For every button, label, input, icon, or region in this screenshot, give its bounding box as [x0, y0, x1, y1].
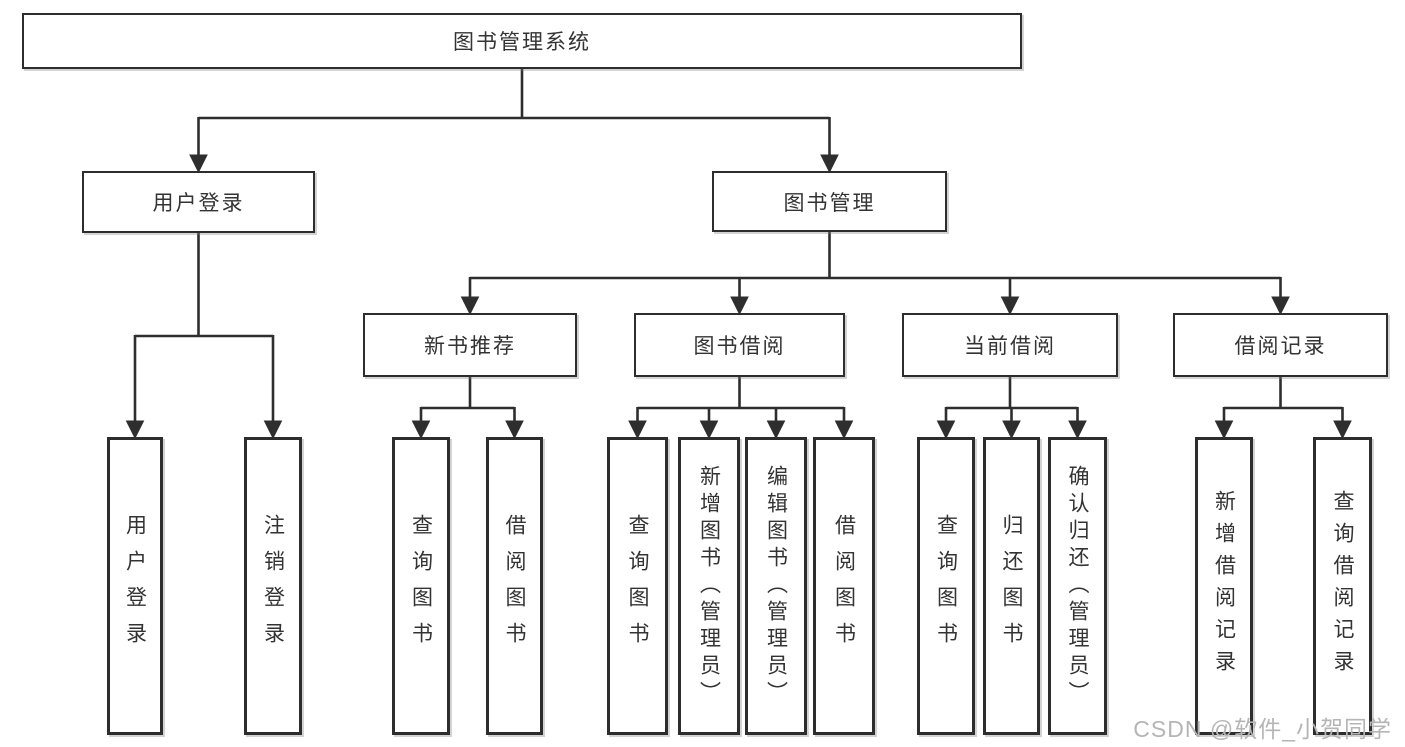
tree-node-user-login: 用户登录 — [82, 171, 315, 233]
tree-node-book-borrow: 图书借阅 — [634, 313, 845, 377]
tree-node-leaf-borrow-b1: 借阅图书 — [486, 437, 543, 735]
tree-node-borrow-records: 借阅记录 — [1173, 313, 1388, 377]
tree-node-label: 新书推荐 — [424, 335, 516, 358]
tree-node-current-borrow: 当前借阅 — [902, 313, 1118, 377]
tree-node-label: 图书借阅 — [693, 335, 786, 358]
tree-node-new-book-rec: 新书推荐 — [363, 313, 577, 377]
tree-node-label: 注销登录 — [261, 514, 285, 658]
tree-node-label: 新增图书（管理员） — [697, 464, 721, 708]
tree-node-leaf-query-c1: 查询图书 — [607, 437, 668, 735]
tree-node-label: 图书管理系统 — [453, 31, 591, 54]
tree-node-leaf-query-d1: 查询图书 — [917, 437, 975, 735]
tree-node-label: 编辑图书（管理员） — [764, 464, 788, 708]
tree-node-leaf-add-book: 新增图书（管理员） — [678, 437, 740, 735]
watermark: CSDN @软件_小贺同学 — [1133, 716, 1392, 742]
tree-node-leaf-return: 归还图书 — [983, 437, 1040, 735]
tree-node-label: 当前借阅 — [964, 335, 1056, 358]
tree-node-label: 查询借阅记录 — [1331, 490, 1354, 682]
tree-node-label: 归还图书 — [1000, 514, 1023, 658]
tree-node-label: 图书管理 — [783, 191, 876, 215]
tree-node-label: 借阅图书 — [832, 514, 856, 658]
tree-node-label: 用户登录 — [152, 192, 245, 215]
tree-node-leaf-query-b1: 查询图书 — [392, 437, 450, 735]
tree-node-book-mgmt: 图书管理 — [712, 171, 947, 232]
tree-node-leaf-user-login: 用户登录 — [107, 437, 163, 735]
tree-node-label: 查询图书 — [934, 514, 958, 658]
tree-node-label: 借阅记录 — [1234, 335, 1327, 358]
tree-node-root: 图书管理系统 — [22, 13, 1022, 69]
tree-node-label: 查询图书 — [409, 514, 433, 658]
tree-node-leaf-query-rec: 查询借阅记录 — [1313, 437, 1372, 735]
tree-node-label: 借阅图书 — [503, 514, 526, 658]
tree-node-leaf-logout: 注销登录 — [244, 437, 302, 735]
tree-node-leaf-confirm: 确认归还（管理员） — [1048, 437, 1107, 735]
tree-node-label: 新增借阅记录 — [1212, 490, 1236, 682]
tree-node-leaf-edit-book: 编辑图书（管理员） — [745, 437, 807, 735]
tree-node-leaf-borrow-c4: 借阅图书 — [813, 437, 875, 735]
tree-node-label: 确认归还（管理员） — [1066, 464, 1089, 708]
tree-node-leaf-add-rec: 新增借阅记录 — [1195, 437, 1253, 735]
tree-node-label: 用户登录 — [123, 514, 147, 658]
tree-node-label: 查询图书 — [626, 514, 649, 658]
